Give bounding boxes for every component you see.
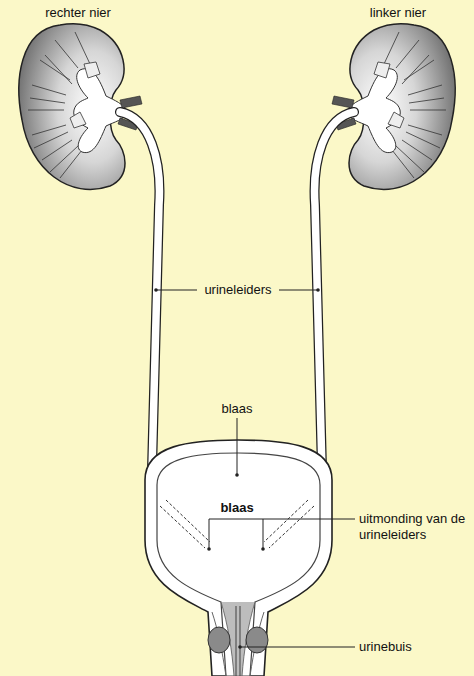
organ-label: linker nier [348,5,448,21]
organ-label: rechter nier [28,5,128,21]
part-label: urinebuis [359,639,469,655]
leader-dots [154,288,320,649]
leader-lines [156,290,355,647]
part-label: uitmonding van de urineleiders [359,511,471,543]
left-kidney [332,24,455,190]
part-label: blaas [207,401,267,417]
part-label: urineleiders [197,282,279,298]
part-label: blaas [207,500,267,516]
right-kidney [19,24,142,190]
ureters [120,112,354,508]
ureter-openings [160,500,314,548]
bladder [145,440,332,676]
